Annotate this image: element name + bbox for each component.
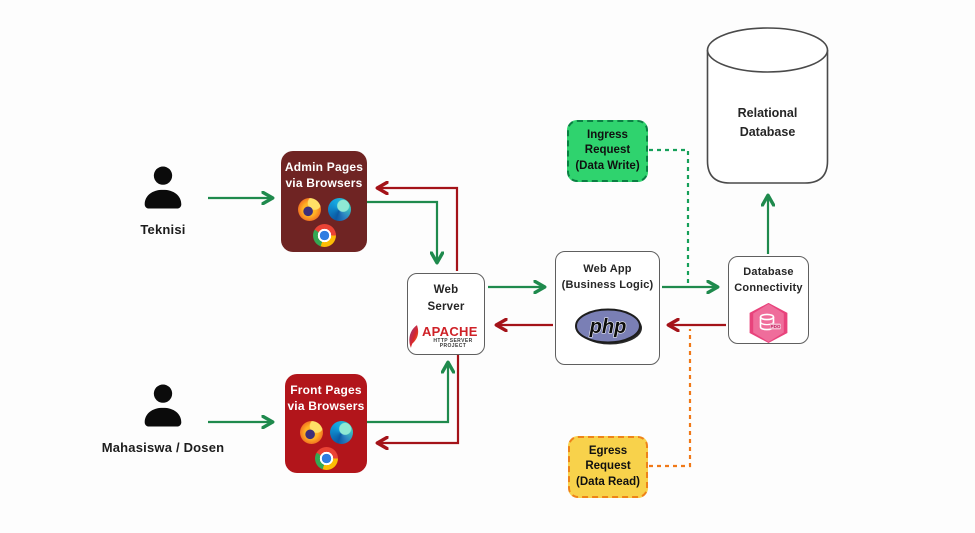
callout-line3: (Data Read) [576,475,640,488]
callout-line2: Request [584,144,631,157]
node-title-line1: Web [433,284,459,296]
actor-teknisi: Teknisi [93,164,233,237]
node-admin-pages: Admin Pages via Browsers [281,151,367,252]
person-icon [144,384,182,427]
node-title-line2: via Browsers [285,175,363,190]
callout-line2: Request [585,460,631,473]
php-wordmark: php [588,316,626,338]
node-title-line2: Database [739,124,796,139]
actor-label: Mahasiswa / Dosen [101,440,225,455]
php-logo: php [574,308,642,345]
actor-label: Teknisi [140,222,186,237]
edge-icon [327,198,351,222]
arrow-webserver-to-front [378,355,460,443]
callout-line1: Egress [588,444,628,457]
apache-logo: APACHE HTTP SERVER PROJECT [408,323,484,350]
pdo-wordmark: PDO [770,324,780,329]
node-title-line1: Database [743,266,794,278]
node-title-line2: (Business Logic) [561,278,654,291]
node-title-line2: Connectivity [734,281,803,294]
callout-egress-request: Egress Request (Data Read) [568,436,648,498]
chrome-icon [312,224,336,248]
node-relational-database: Relational Database [706,26,829,186]
node-front-pages: Front Pages via Browsers [285,374,367,473]
arrow-admin-to-webserver [367,200,437,262]
pdo-db-glyph: PDO [759,313,781,331]
node-title-line2: Server [427,300,465,313]
node-database-connectivity: Database Connectivity PDO [728,256,809,344]
arrow-webserver-to-admin [378,188,459,271]
actor-mahasiswa-dosen: Mahasiswa / Dosen [93,382,233,455]
apache-subtitle: HTTP SERVER PROJECT [433,337,473,349]
firefox-icon [297,198,321,222]
node-web-app: Web App (Business Logic) php [555,251,660,365]
firefox-icon [299,421,323,445]
chrome-icon [314,447,338,471]
apache-feather-icon [409,325,419,349]
edge-icon [329,421,353,445]
node-title-line1: Web App [583,263,632,275]
callout-line1: Ingress [587,128,628,141]
node-title-line2: via Browsers [287,398,365,413]
database-cylinder [706,27,829,184]
arrow-front-to-webserver [367,363,448,424]
person-icon [144,166,182,209]
node-web-server: Web Server APACHE HTTP SERVER PROJECT [407,273,485,355]
node-title-line1: Relational [737,106,798,120]
pdo-hexagon-icon: PDO [749,302,788,343]
callout-line3: (Data Write) [575,159,640,172]
apache-wordmark: APACHE [421,323,478,339]
node-title-line1: Admin Pages [284,160,364,174]
node-title-line1: Front Pages [290,383,362,397]
callout-ingress-request: Ingress Request (Data Write) [567,120,648,182]
